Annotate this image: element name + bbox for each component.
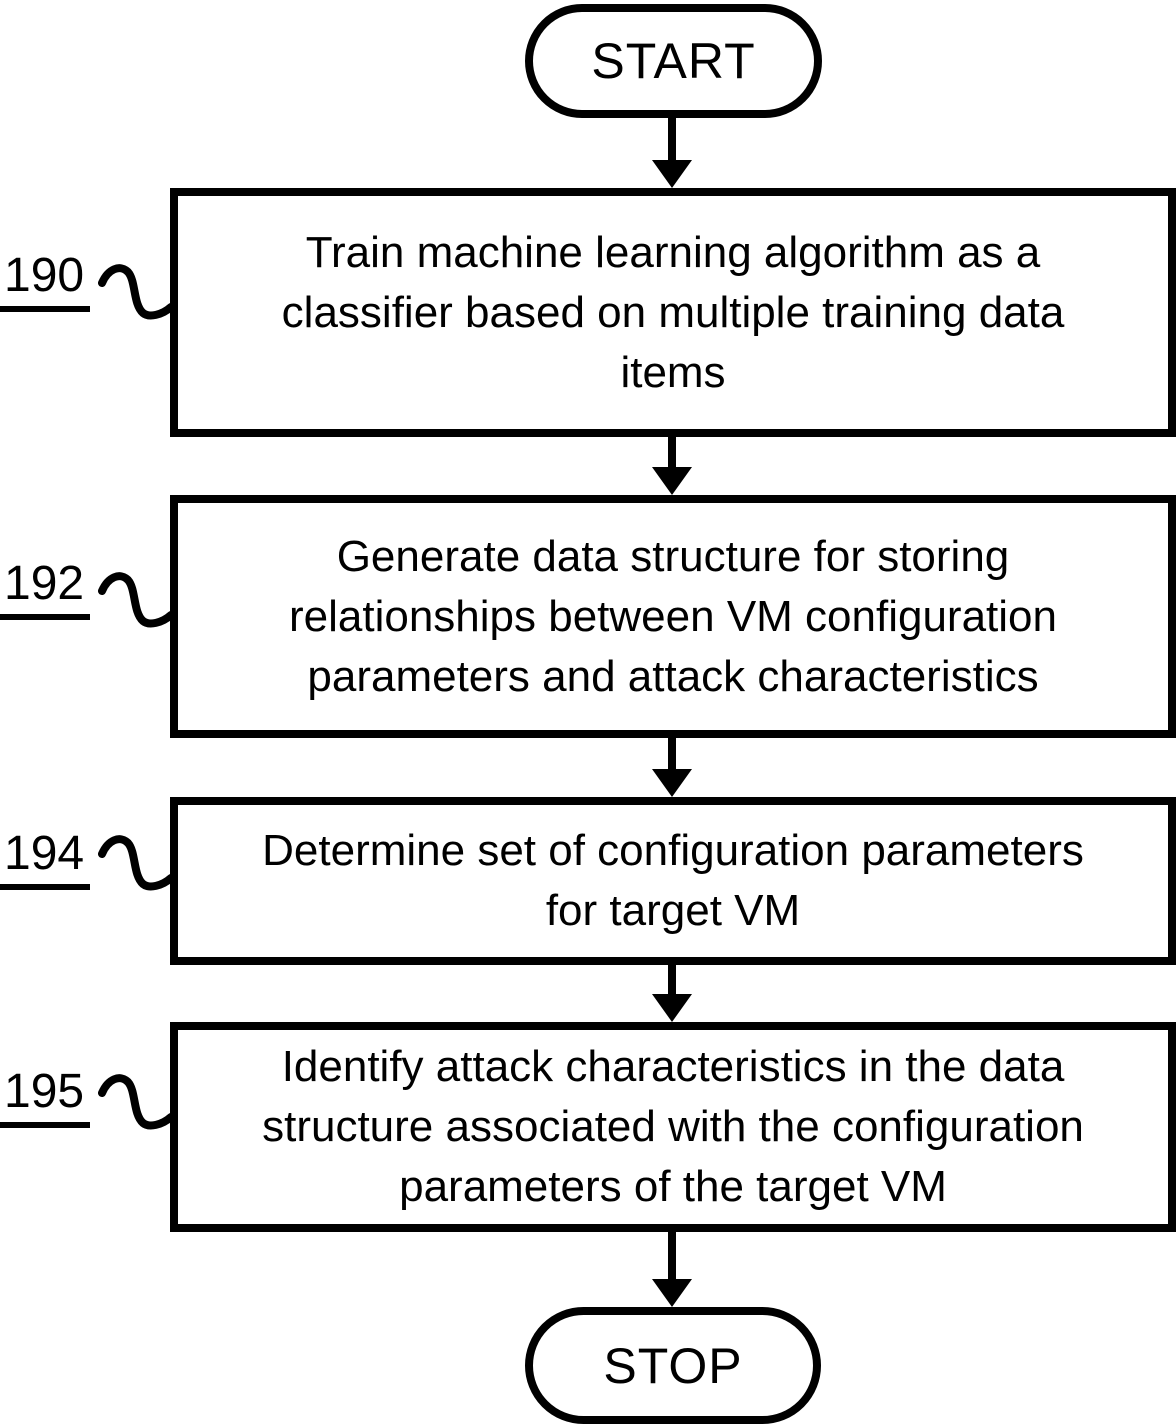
step-box-195: Identify attack characteristics in the d…: [170, 1022, 1176, 1232]
text-line: for target VM: [545, 886, 801, 935]
ref-number: 190: [4, 249, 85, 302]
arrow-194-to-195: [652, 965, 692, 1022]
text-line: Train machine learning algorithm as a: [305, 227, 1041, 277]
arrow-190-to-192: [652, 437, 692, 495]
lead-line-squiggle-192: [98, 572, 174, 628]
step-text-195: Identify attack characteristics in the d…: [262, 1037, 1084, 1217]
step-text-190: Train machine learning algorithm as a cl…: [282, 223, 1065, 403]
lead-line-squiggle-194: [98, 835, 174, 891]
arrow-shaft: [668, 738, 676, 769]
text-line: structure associated with the configurat…: [262, 1102, 1084, 1151]
ref-label-194: 194: [0, 827, 91, 890]
stop-label: STOP: [603, 1337, 743, 1394]
text-line: Determine set of configuration parameter…: [262, 826, 1084, 875]
ref-number: 194: [4, 827, 85, 880]
text-line: parameters of the target VM: [399, 1162, 947, 1211]
arrow-head-icon: [652, 1279, 692, 1307]
arrow-195-to-stop: [652, 1232, 692, 1307]
text-line: Generate data structure for storing: [336, 531, 1010, 581]
lead-line-squiggle-190: [98, 264, 174, 320]
step-text-194: Determine set of configuration parameter…: [262, 821, 1084, 941]
step-box-192: Generate data structure for storing rela…: [170, 495, 1176, 738]
arrow-head-icon: [652, 769, 692, 797]
ref-label-190: 190: [0, 249, 91, 312]
stop-terminal: STOP: [525, 1307, 821, 1424]
arrow-head-icon: [652, 160, 692, 188]
ref-number: 192: [4, 557, 85, 610]
lead-line-squiggle-195: [98, 1074, 174, 1130]
step-box-194: Determine set of configuration parameter…: [170, 797, 1176, 965]
text-line: parameters and attack characteristics: [307, 651, 1039, 701]
arrow-start-to-190: [652, 118, 692, 188]
text-line: items: [620, 347, 726, 397]
arrow-shaft: [668, 1232, 676, 1279]
arrow-head-icon: [652, 467, 692, 495]
arrow-shaft: [668, 437, 676, 467]
ref-label-195: 195: [0, 1065, 91, 1128]
arrow-shaft: [668, 965, 676, 994]
arrow-head-icon: [652, 994, 692, 1022]
text-line: relationships between VM configuration: [288, 591, 1057, 641]
step-text-192: Generate data structure for storing rela…: [289, 527, 1057, 707]
text-line: Identify attack characteristics in the d…: [281, 1042, 1065, 1091]
arrow-shaft: [668, 118, 676, 160]
text-line: classifier based on multiple training da…: [281, 287, 1065, 337]
ref-label-192: 192: [0, 557, 91, 620]
arrow-192-to-194: [652, 738, 692, 797]
step-box-190: Train machine learning algorithm as a cl…: [170, 188, 1176, 437]
start-terminal: START: [525, 4, 822, 118]
start-label: START: [591, 33, 756, 89]
ref-number: 195: [4, 1065, 85, 1118]
